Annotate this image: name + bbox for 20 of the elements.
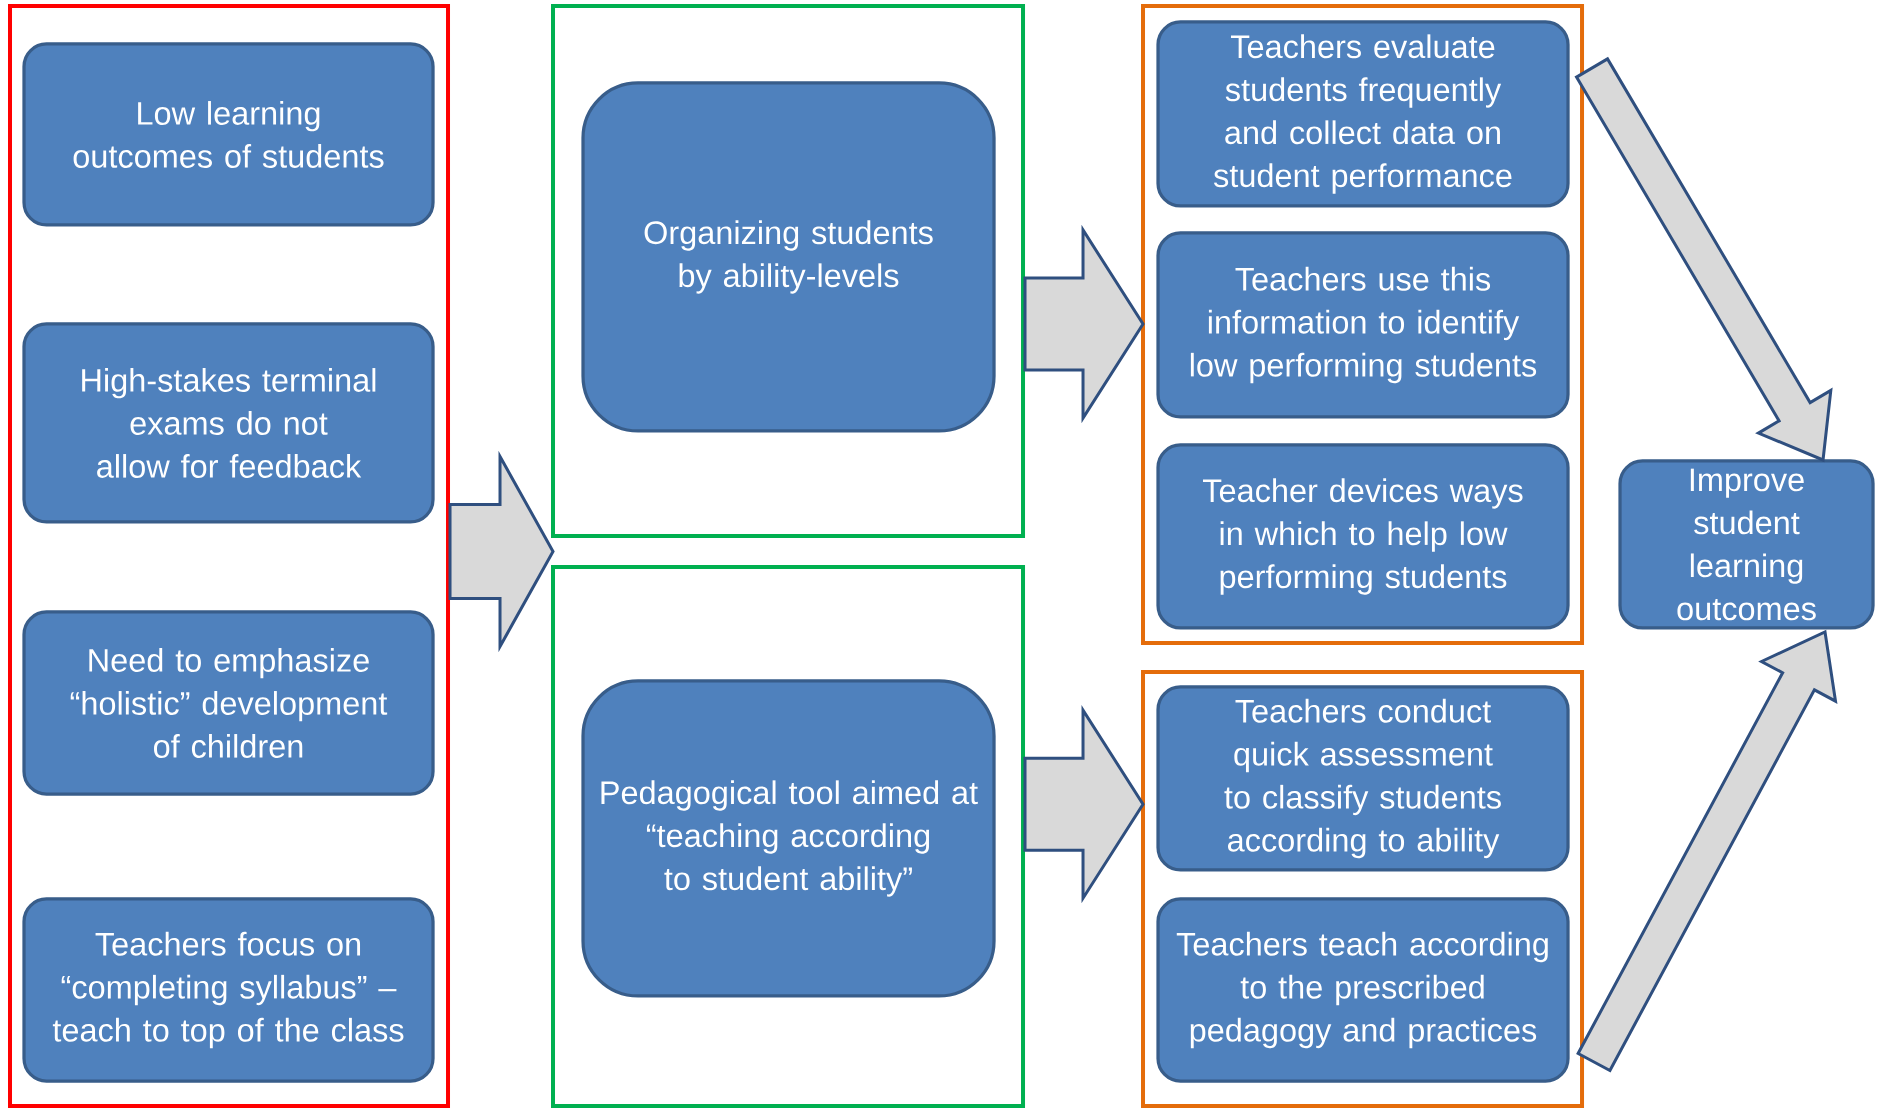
process-box: Teachers teach according to the prescribed pedagogy and practices (1156, 897, 1570, 1083)
process-box: Teachers focus on “completing syllabus” – teach to top of the class (22, 897, 435, 1083)
block-arrow (1023, 705, 1145, 904)
outcome-box: Improve student learning outcomes (1618, 459, 1875, 630)
group-frame (551, 565, 1025, 1108)
process-box: Pedagogical tool aimed at “teaching according to student ability” (581, 679, 996, 998)
group-frame (551, 4, 1025, 538)
group-frame (1141, 4, 1585, 645)
block-arrow (448, 450, 555, 653)
group-frame (8, 4, 450, 1108)
process-box: Teachers conduct quick assessment to classify students according to ability (1156, 685, 1570, 872)
group-frame (1141, 670, 1585, 1108)
process-box: Need to emphasize “holistic” development of children (22, 610, 435, 796)
process-box: Teachers use this information to identify low performing students (1156, 231, 1570, 419)
process-box: High-stakes terminal exams do not allow for feedback (22, 322, 435, 524)
process-box: Low learning outcomes of students (22, 42, 435, 227)
process-box: Organizing students by ability-levels (581, 81, 996, 433)
process-box: Teachers evaluate students frequently and collect data on student performance (1156, 20, 1570, 208)
process-box: Teacher devices ways in which to help low performing students (1156, 443, 1570, 630)
block-arrow (1023, 224, 1145, 424)
